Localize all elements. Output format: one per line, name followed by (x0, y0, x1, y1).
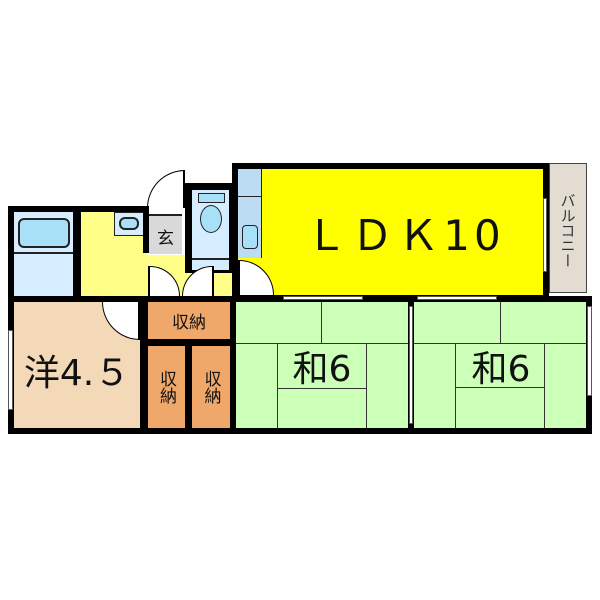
toilet-bowl-icon (200, 205, 222, 233)
tatami-line (366, 343, 367, 428)
tatami-line (544, 343, 545, 428)
toilet-door[interactable] (192, 258, 229, 260)
tatami-line (414, 343, 586, 344)
toilet-tank-icon (198, 193, 225, 203)
bath-divider (14, 252, 73, 254)
tatami-line (455, 387, 544, 388)
western-window[interactable] (8, 330, 13, 410)
tatami-line (455, 343, 456, 428)
storage-top[interactable] (148, 302, 230, 339)
sliding-door-ldk-1[interactable] (283, 296, 363, 300)
washbasin-icon (119, 217, 139, 230)
ldk-window[interactable] (543, 198, 547, 272)
japanese-room-1-label: 和6 (292, 349, 352, 390)
ldk-label: ＬＤＫ10 (305, 210, 505, 260)
entrance (149, 214, 182, 254)
kitchen-divider (238, 196, 262, 197)
tatami-line (500, 302, 501, 343)
storage-right[interactable] (192, 346, 230, 428)
storage-right-label: 収納 (200, 370, 221, 404)
japanese-room-2-window[interactable] (587, 306, 592, 396)
kitchen-sink-icon (242, 225, 258, 249)
storage-top-label: 収納 (172, 313, 206, 333)
tatami-line (236, 343, 408, 344)
entrance-wall-left (143, 208, 149, 253)
storage-left-label: 収納 (156, 370, 176, 404)
sliding-door-ldk-2[interactable] (417, 296, 497, 300)
japanese-room-1 (236, 302, 408, 428)
western-room-label: 洋4.５ (23, 353, 131, 394)
balcony (549, 163, 587, 293)
entrance-door-icon[interactable] (147, 170, 185, 208)
sliding-door-between-rooms[interactable] (409, 306, 413, 424)
ldk-room (238, 169, 543, 295)
tatami-line (277, 388, 366, 389)
storage-left[interactable] (148, 346, 185, 428)
tatami-line (277, 343, 278, 428)
japanese-room-2-label: 和6 (471, 349, 531, 390)
entrance-label: 玄 (157, 228, 174, 249)
bathtub-icon (18, 218, 70, 248)
balcony-label: バルコニー (558, 192, 577, 268)
hall-wall-top (73, 206, 149, 212)
tatami-line (321, 302, 322, 343)
